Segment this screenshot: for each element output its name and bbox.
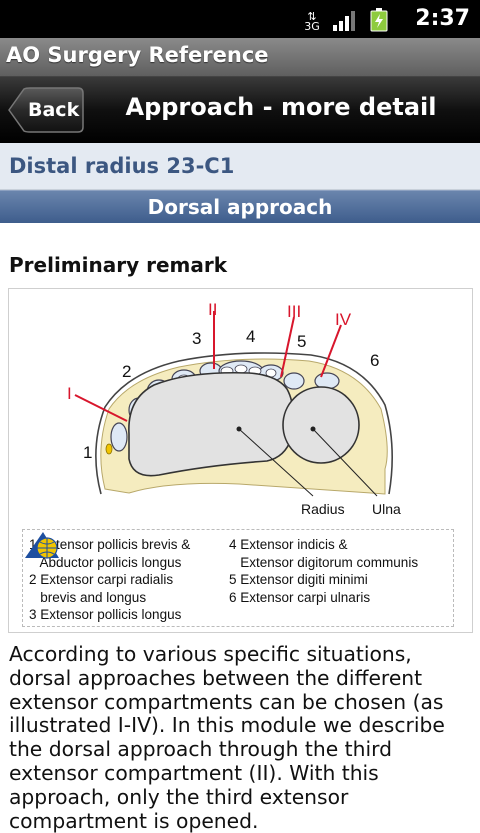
ao-logo-icon	[25, 532, 59, 559]
back-button-shape	[8, 87, 84, 133]
legend-item: 6 Extensor carpi ulnaris	[229, 589, 371, 605]
legend-item: 5 Extensor digiti minimi	[229, 572, 368, 587]
body-paragraph: According to various specific situations…	[9, 642, 445, 833]
content-heading: Preliminary remark	[9, 253, 228, 277]
compartment-label-6: 6	[370, 351, 379, 370]
ulna-pointer-line	[312, 428, 378, 497]
anatomy-figure[interactable]: I II III IV 1 2 3 4 5 6 Radius Ulna 1 Ex…	[8, 288, 473, 633]
compartment-label-1: 1	[83, 443, 92, 462]
cross-section-diagram: I II III IV 1 2 3 4 5 6 Radius Ulna	[67, 300, 401, 517]
section-header: Distal radius 23-C1	[0, 143, 480, 190]
legend-item: 3 Extensor pollicis longus	[29, 607, 182, 622]
compartment-label-2: 2	[122, 362, 131, 381]
approach-label-i: I	[67, 384, 72, 403]
data-arrows-icon: ⇅3G	[304, 10, 320, 33]
compartment-label-3: 3	[192, 329, 201, 348]
compartment-label-5: 5	[297, 332, 306, 351]
status-time: 2:37	[415, 6, 470, 31]
compartment-label-4: 4	[246, 327, 255, 346]
legend-item: Extensor digitorum communis	[229, 554, 419, 570]
app-title: AO Surgery Reference	[6, 43, 269, 67]
signal-icon	[333, 11, 355, 31]
page-title: Approach - more detail	[125, 93, 437, 121]
approach-label-iv: IV	[335, 310, 352, 329]
radius-pointer-line	[238, 428, 314, 497]
legend-column-left: 1 Extensor pollicis brevis & Abductor po…	[29, 536, 190, 624]
legend-item: Abductor pollicis longus	[29, 554, 182, 570]
legend-column-right: 4 Extensor indicis & Extensor digitorum …	[229, 536, 418, 606]
ulna-bone	[282, 386, 360, 464]
legend-item: 4 Extensor indicis &	[229, 537, 348, 552]
back-button-label: Back	[28, 99, 80, 121]
ulna-label: Ulna	[372, 501, 401, 517]
skin-outline	[95, 352, 393, 495]
radius-bone	[128, 371, 295, 477]
back-button[interactable]: Back	[8, 87, 84, 133]
radial-artery-marker	[105, 443, 113, 455]
approach-subheader: Dorsal approach	[0, 190, 480, 223]
approach-label-iii: III	[287, 302, 301, 321]
battery-icon	[370, 8, 388, 32]
network-label: 3G	[304, 20, 320, 33]
status-icons: ⇅3G	[304, 8, 388, 32]
radius-label: Radius	[301, 501, 345, 517]
legend-item: 2 Extensor carpi radialis	[29, 572, 174, 587]
legend-item: brevis and longus	[29, 589, 147, 605]
figure-legend: 1 Extensor pollicis brevis & Abductor po…	[22, 529, 454, 627]
status-bar: ⇅3G 2:37	[0, 0, 480, 38]
approach-title: Dorsal approach	[147, 195, 333, 219]
navigation-bar: Back Approach - more detail	[0, 77, 480, 143]
approach-label-ii: II	[208, 300, 217, 319]
app-title-bar: AO Surgery Reference	[0, 38, 480, 77]
section-title: Distal radius 23-C1	[9, 154, 235, 178]
approach-lines	[74, 311, 342, 422]
